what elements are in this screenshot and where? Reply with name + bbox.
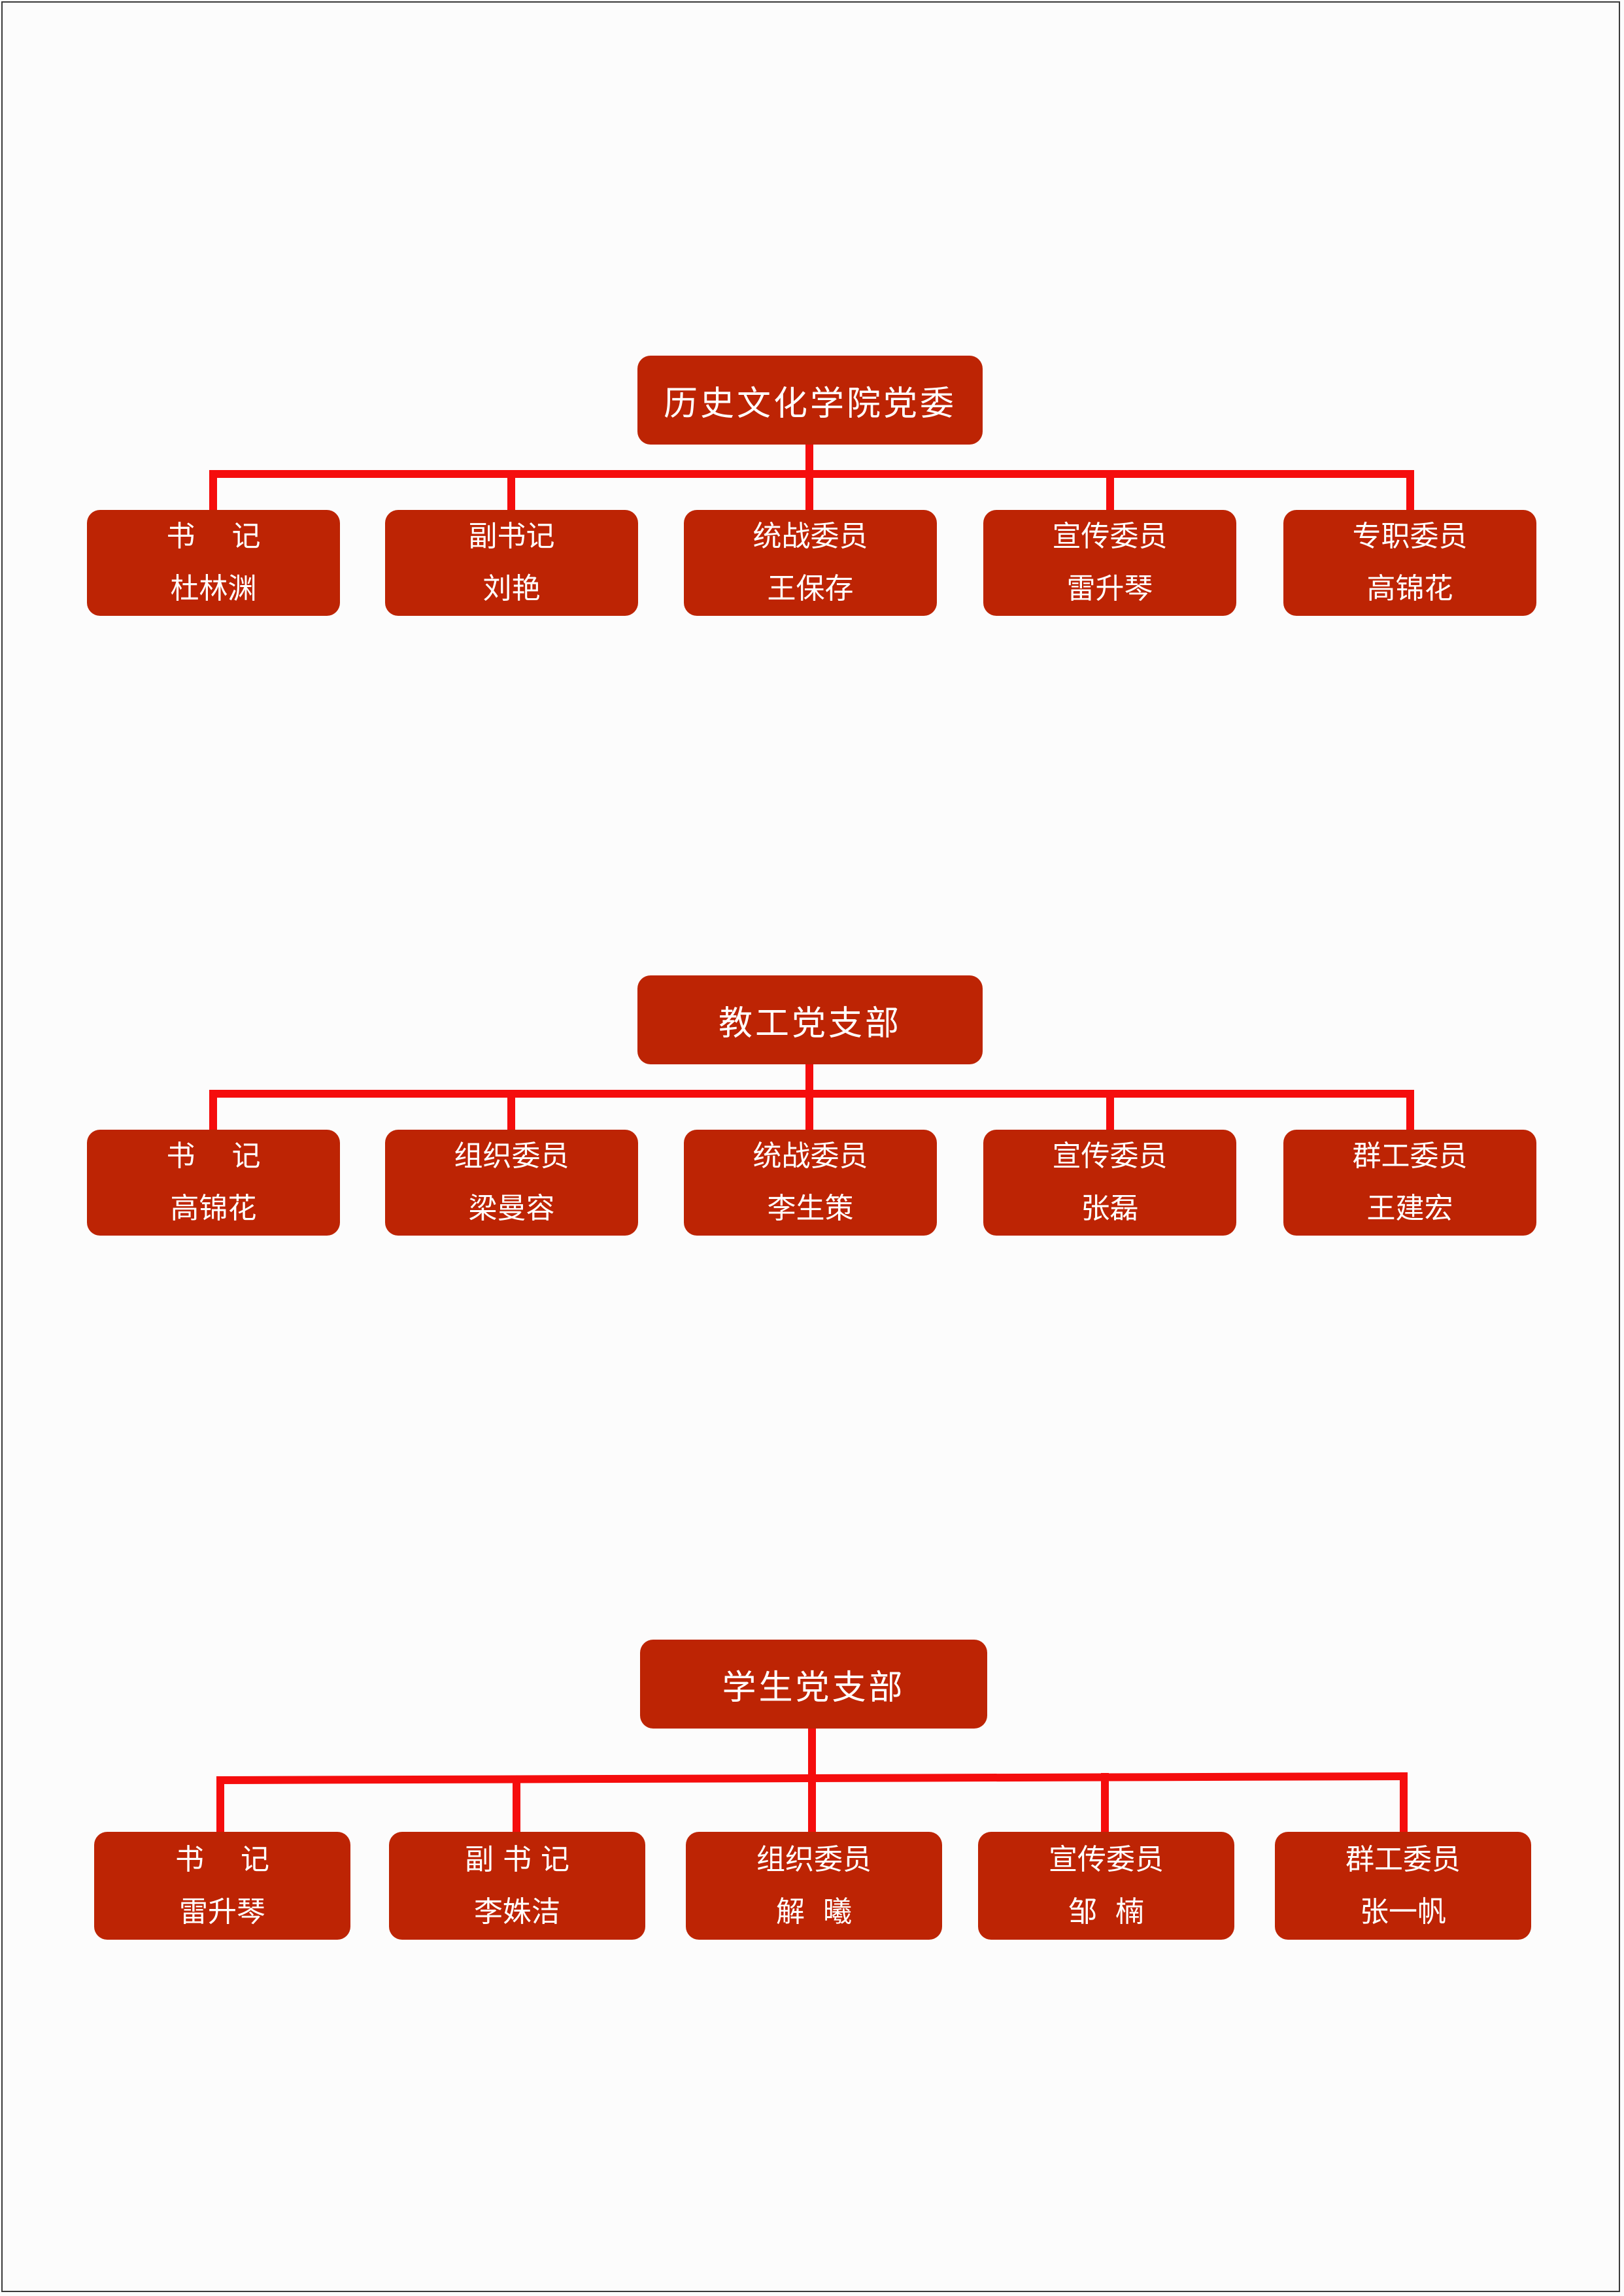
member-role: 统战委员 bbox=[753, 520, 868, 553]
member-name: 王建宏 bbox=[1366, 1192, 1453, 1225]
member-role: 副 书 记 bbox=[465, 1842, 569, 1876]
member-node: 宣传委员 雷升琴 bbox=[983, 510, 1236, 616]
member-role: 书 记 bbox=[175, 1842, 269, 1876]
member-node: 宣传委员 邹 楠 bbox=[978, 1832, 1234, 1940]
org-chart-party-committee: 历史文化学院党委 书 记 杜林渊 副书记 刘艳 统战委员 王保存 宣传委员 雷升… bbox=[0, 353, 1624, 641]
member-role: 宣传委员 bbox=[1052, 520, 1168, 553]
member-name: 王保存 bbox=[767, 572, 854, 605]
member-role: 群工委员 bbox=[1352, 1140, 1468, 1173]
member-node: 组织委员 解 曦 bbox=[686, 1832, 942, 1940]
org-chart-faculty-branch: 教工党支部 书 记 高锦花 组织委员 梁曼容 统战委员 李生策 宣传委员 张磊 … bbox=[0, 973, 1624, 1260]
member-node: 副书记 刘艳 bbox=[385, 510, 638, 616]
org-chart-student-branch: 学生党支部 书 记 雷升琴 副 书 记 李姝洁 组织委员 解 曦 宣传委员 邹 … bbox=[0, 1637, 1624, 1940]
member-role: 统战委员 bbox=[753, 1140, 868, 1173]
member-role: 副书记 bbox=[468, 520, 555, 553]
member-role: 组织委员 bbox=[454, 1140, 569, 1173]
member-node: 群工委员 张一帆 bbox=[1275, 1832, 1531, 1940]
member-node: 副 书 记 李姝洁 bbox=[389, 1832, 645, 1940]
member-role: 书 记 bbox=[166, 1140, 261, 1173]
member-role: 专职委员 bbox=[1352, 520, 1468, 553]
member-name: 张磊 bbox=[1081, 1192, 1139, 1225]
root-node: 学生党支部 bbox=[640, 1640, 987, 1729]
member-name: 张一帆 bbox=[1360, 1895, 1446, 1929]
member-name: 李生策 bbox=[767, 1192, 854, 1225]
member-name: 刘艳 bbox=[482, 572, 541, 605]
root-title: 历史文化学院党委 bbox=[663, 384, 956, 424]
member-name: 高锦花 bbox=[1366, 572, 1453, 605]
member-name: 李姝洁 bbox=[474, 1895, 560, 1929]
member-name: 解 曦 bbox=[776, 1895, 852, 1929]
member-node: 专职委员 高锦花 bbox=[1283, 510, 1536, 616]
member-node: 书 记 杜林渊 bbox=[87, 510, 340, 616]
member-node: 统战委员 王保存 bbox=[684, 510, 937, 616]
member-name: 雷升琴 bbox=[1066, 572, 1153, 605]
member-name: 杜林渊 bbox=[170, 572, 257, 605]
member-name: 梁曼容 bbox=[468, 1192, 555, 1225]
root-title: 学生党支部 bbox=[722, 1668, 905, 1708]
member-role: 群工委员 bbox=[1345, 1842, 1461, 1876]
member-node: 书 记 高锦花 bbox=[87, 1130, 340, 1236]
member-node: 宣传委员 张磊 bbox=[983, 1130, 1236, 1236]
member-role: 书 记 bbox=[166, 520, 261, 553]
root-node: 教工党支部 bbox=[637, 975, 983, 1064]
member-node: 书 记 雷升琴 bbox=[94, 1832, 350, 1940]
member-name: 邹 楠 bbox=[1068, 1895, 1144, 1929]
connector-lines bbox=[209, 1060, 1414, 1134]
connector-lines bbox=[216, 1722, 1408, 1837]
root-node: 历史文化学院党委 bbox=[637, 356, 983, 445]
member-node: 统战委员 李生策 bbox=[684, 1130, 937, 1236]
member-name: 高锦花 bbox=[170, 1192, 257, 1225]
connector-lines bbox=[209, 441, 1414, 514]
member-role: 宣传委员 bbox=[1052, 1140, 1168, 1173]
member-name: 雷升琴 bbox=[179, 1895, 265, 1929]
root-title: 教工党支部 bbox=[718, 1004, 902, 1043]
member-node: 群工委员 王建宏 bbox=[1283, 1130, 1536, 1236]
member-role: 组织委员 bbox=[756, 1842, 871, 1876]
member-node: 组织委员 梁曼容 bbox=[385, 1130, 638, 1236]
member-role: 宣传委员 bbox=[1049, 1842, 1164, 1876]
